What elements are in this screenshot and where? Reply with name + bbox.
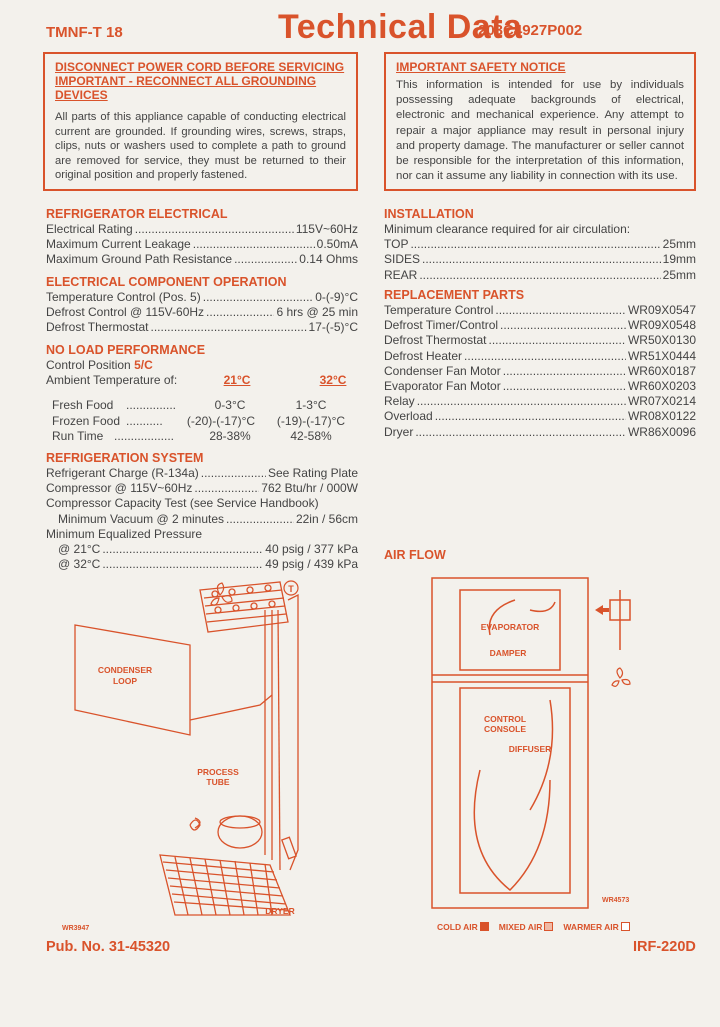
spec-row: Refrigerant Charge (R-134a)See Rating Pl… bbox=[46, 466, 358, 481]
ambient-temp-row: Ambient Temperature of: 21°C 32°C bbox=[46, 373, 347, 388]
process-tube-label-2: TUBE bbox=[206, 777, 229, 787]
refrigerator-electrical-section: REFRIGERATOR ELECTRICAL Electrical Ratin… bbox=[46, 207, 358, 268]
thermostat-icon bbox=[283, 580, 299, 596]
document-code: IRF-220D bbox=[633, 939, 696, 955]
warning-heading-grounding: IMPORTANT - RECONNECT ALL GROUNDING DEVI… bbox=[55, 74, 317, 102]
section-title: REFRIGERATION SYSTEM bbox=[46, 451, 204, 465]
refrigeration-system-diagram: T CONDENSER LOOP PROCESS TUBE DRYER WR39… bbox=[62, 580, 299, 932]
evaporator-label: EVAPORATOR bbox=[481, 622, 540, 632]
refrigeration-system-section: REFRIGERATION SYSTEM Refrigerant Charge … bbox=[46, 451, 358, 572]
installation-section: INSTALLATION Minimum clearance required … bbox=[384, 207, 696, 283]
no-load-performance-section: NO LOAD PERFORMANCE Control Position 5/C… bbox=[46, 343, 358, 444]
control-console-label: CONTROL bbox=[484, 714, 526, 724]
dryer-label: DRYER bbox=[265, 906, 294, 916]
electrical-component-operation-section: ELECTRICAL COMPONENT OPERATION Temperatu… bbox=[46, 275, 358, 336]
part-row: OverloadWR08X0122 bbox=[384, 409, 696, 424]
spec-row: @ 21°C40 psig / 377 kPa bbox=[46, 542, 358, 557]
thermostat-symbol: T bbox=[288, 584, 294, 594]
air-flow-title: AIR FLOW bbox=[384, 548, 446, 562]
replacement-parts-section: REPLACEMENT PARTS Temperature ControlWR0… bbox=[384, 288, 696, 440]
performance-row: Run Time..................28-38%42-58% bbox=[52, 428, 332, 443]
part-row: DryerWR86X0096 bbox=[384, 425, 696, 440]
capacity-test-row: Compressor Capacity Test (see Service Ha… bbox=[46, 496, 319, 511]
spec-row: @ 32°C49 psig / 439 kPa bbox=[46, 557, 358, 572]
spec-row: SIDES19mm bbox=[384, 252, 696, 267]
bottom-condenser-grid-shape bbox=[159, 854, 291, 916]
diffuser-label: DIFFUSER bbox=[509, 744, 552, 754]
air-flow-diagram: EVAPORATOR DAMPER CONTROL CONSOLE DIFFUS… bbox=[431, 577, 631, 909]
spec-row: REAR25mm bbox=[384, 268, 696, 283]
spec-row: TOP25mm bbox=[384, 237, 696, 252]
evaporator-coil-shape bbox=[199, 581, 289, 633]
section-title: ELECTRICAL COMPONENT OPERATION bbox=[46, 275, 287, 289]
spec-row: Defrost Control @ 115V-60Hz6 hrs @ 25 mi… bbox=[46, 305, 358, 320]
air-flow-legend: COLD AIR MIXED AIR WARMER AIR bbox=[437, 922, 630, 932]
spec-row: Temperature Control (Pos. 5)0-(-9)°C bbox=[46, 290, 358, 305]
part-row: Evaporator Fan MotorWR60X0203 bbox=[384, 379, 696, 394]
part-row: Defrost HeaterWR51X0444 bbox=[384, 349, 696, 364]
part-number: 203C4927P002 bbox=[478, 22, 583, 39]
airflow-diagram-code: WR4573 bbox=[602, 897, 629, 904]
publication-number: Pub. No. 31-45320 bbox=[46, 939, 171, 955]
part-row: Defrost ThermostatWR50X0130 bbox=[384, 333, 696, 348]
airflow-arrow-shape bbox=[488, 599, 516, 636]
installation-intro: Minimum clearance required for air circu… bbox=[384, 222, 631, 236]
part-row: RelayWR07X0214 bbox=[384, 394, 696, 409]
evaporator-fan-icon bbox=[210, 582, 233, 606]
control-position-row: Control Position 5/C bbox=[46, 358, 153, 372]
part-row: Defrost Timer/ControlWR09X0548 bbox=[384, 318, 696, 333]
spec-row: Defrost Thermostat17-(-5)°C bbox=[46, 320, 358, 335]
spec-row: Maximum Ground Path Resistance0.14 Ohms bbox=[46, 252, 358, 267]
control-console-label-2: CONSOLE bbox=[484, 724, 526, 734]
part-row: Condenser Fan MotorWR60X0187 bbox=[384, 364, 696, 379]
section-title: REFRIGERATOR ELECTRICAL bbox=[46, 207, 228, 221]
process-tube-label: PROCESS bbox=[197, 767, 239, 777]
equalized-pressure-label: Minimum Equalized Pressure bbox=[46, 526, 203, 541]
section-title: INSTALLATION bbox=[384, 207, 474, 221]
warning-heading-disconnect: DISCONNECT POWER CORD BEFORE SERVICING bbox=[55, 60, 345, 74]
legend-warmer-air: WARMER AIR bbox=[563, 922, 630, 932]
legend-cold-air: COLD AIR bbox=[437, 922, 489, 932]
performance-row: Frozen Food...........(-20)-(-17)°C(-19)… bbox=[52, 413, 346, 428]
condenser-loop-label: CONDENSER bbox=[98, 665, 152, 675]
safety-body: This information is intended for use by … bbox=[396, 79, 684, 183]
condenser-panel-shape bbox=[74, 624, 191, 736]
damper-label: DAMPER bbox=[490, 648, 527, 658]
spec-row: Electrical Rating115V~60Hz bbox=[46, 222, 358, 237]
compressor-shape bbox=[217, 815, 263, 849]
page-title: Technical Data bbox=[278, 8, 523, 46]
warmer-air-swatch bbox=[620, 922, 630, 931]
condenser-fan-icon bbox=[611, 667, 631, 687]
spec-row: Compressor @ 115V~60Hz762 Btu/hr / 000W bbox=[46, 481, 358, 496]
spec-row: Minimum Vacuum @ 2 minutes22in / 56cm bbox=[46, 512, 358, 527]
cabinet-outline-shape bbox=[431, 577, 589, 909]
safety-notice-box: IMPORTANT SAFETY NOTICE This information… bbox=[384, 52, 696, 191]
spec-row: Maximum Current Leakage0.50mA bbox=[46, 237, 358, 252]
diagram-code: WR3947 bbox=[62, 925, 89, 932]
safety-heading: IMPORTANT SAFETY NOTICE bbox=[396, 60, 566, 74]
grounding-warning-box: DISCONNECT POWER CORD BEFORE SERVICING I… bbox=[43, 52, 358, 191]
mixed-air-swatch bbox=[544, 922, 554, 931]
air-in-arrow-icon bbox=[595, 605, 603, 615]
cold-air-swatch bbox=[479, 922, 489, 931]
section-title: NO LOAD PERFORMANCE bbox=[46, 343, 206, 357]
part-row: Temperature ControlWR09X0547 bbox=[384, 303, 696, 318]
model-number: TMNF-T 18 bbox=[46, 24, 123, 41]
section-title: REPLACEMENT PARTS bbox=[384, 288, 525, 302]
legend-mixed-air: MIXED AIR bbox=[499, 922, 554, 932]
warning-body: All parts of this appliance capable of c… bbox=[55, 111, 346, 182]
condenser-loop-label-2: LOOP bbox=[113, 676, 137, 686]
